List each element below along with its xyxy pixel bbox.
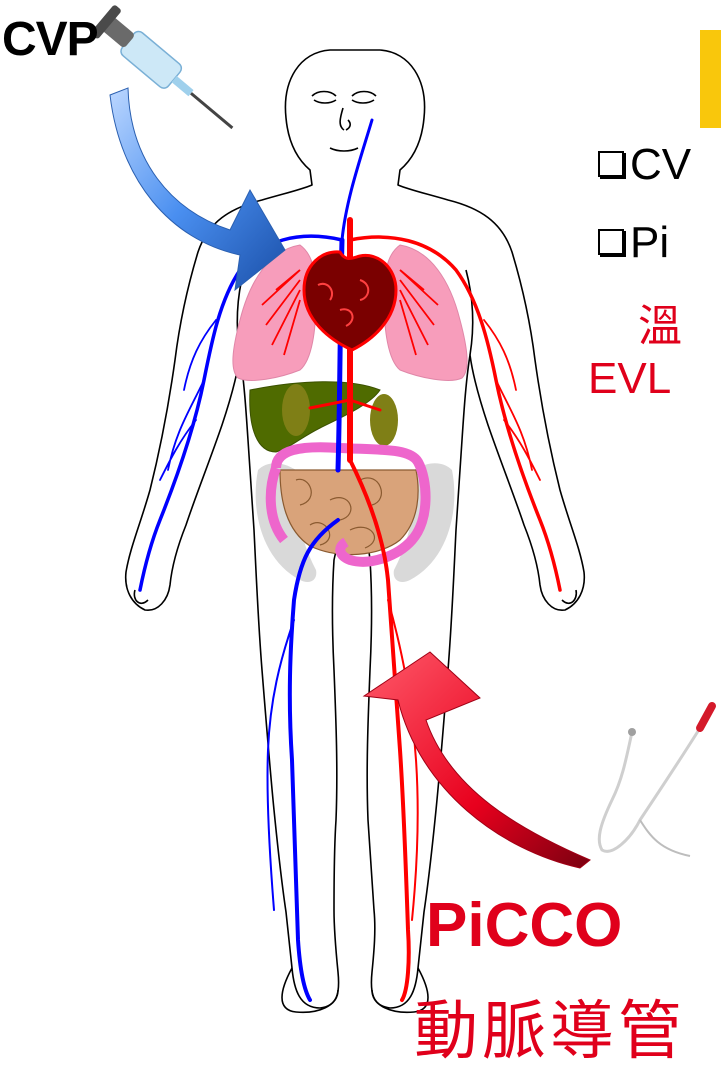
cvp-label: CVP — [2, 12, 98, 67]
highlight-box — [700, 30, 721, 128]
bullet-item-1-text: CV — [630, 140, 691, 189]
picco-label: PiCCO — [426, 890, 622, 961]
checkbox-bullet-icon — [598, 151, 624, 177]
picco-subtitle: 動脈導管 — [414, 980, 686, 1072]
red-chinese-text: 溫 — [638, 290, 682, 354]
bullet-item-2: Pi — [598, 218, 669, 268]
syringe-icon — [90, 4, 245, 142]
red-evl-text: EVL — [588, 354, 671, 404]
catheter-icon — [599, 706, 712, 856]
bullet-item-2-text: Pi — [630, 218, 669, 267]
checkbox-bullet-icon — [598, 229, 624, 255]
bullet-item-1: CV — [598, 140, 691, 190]
